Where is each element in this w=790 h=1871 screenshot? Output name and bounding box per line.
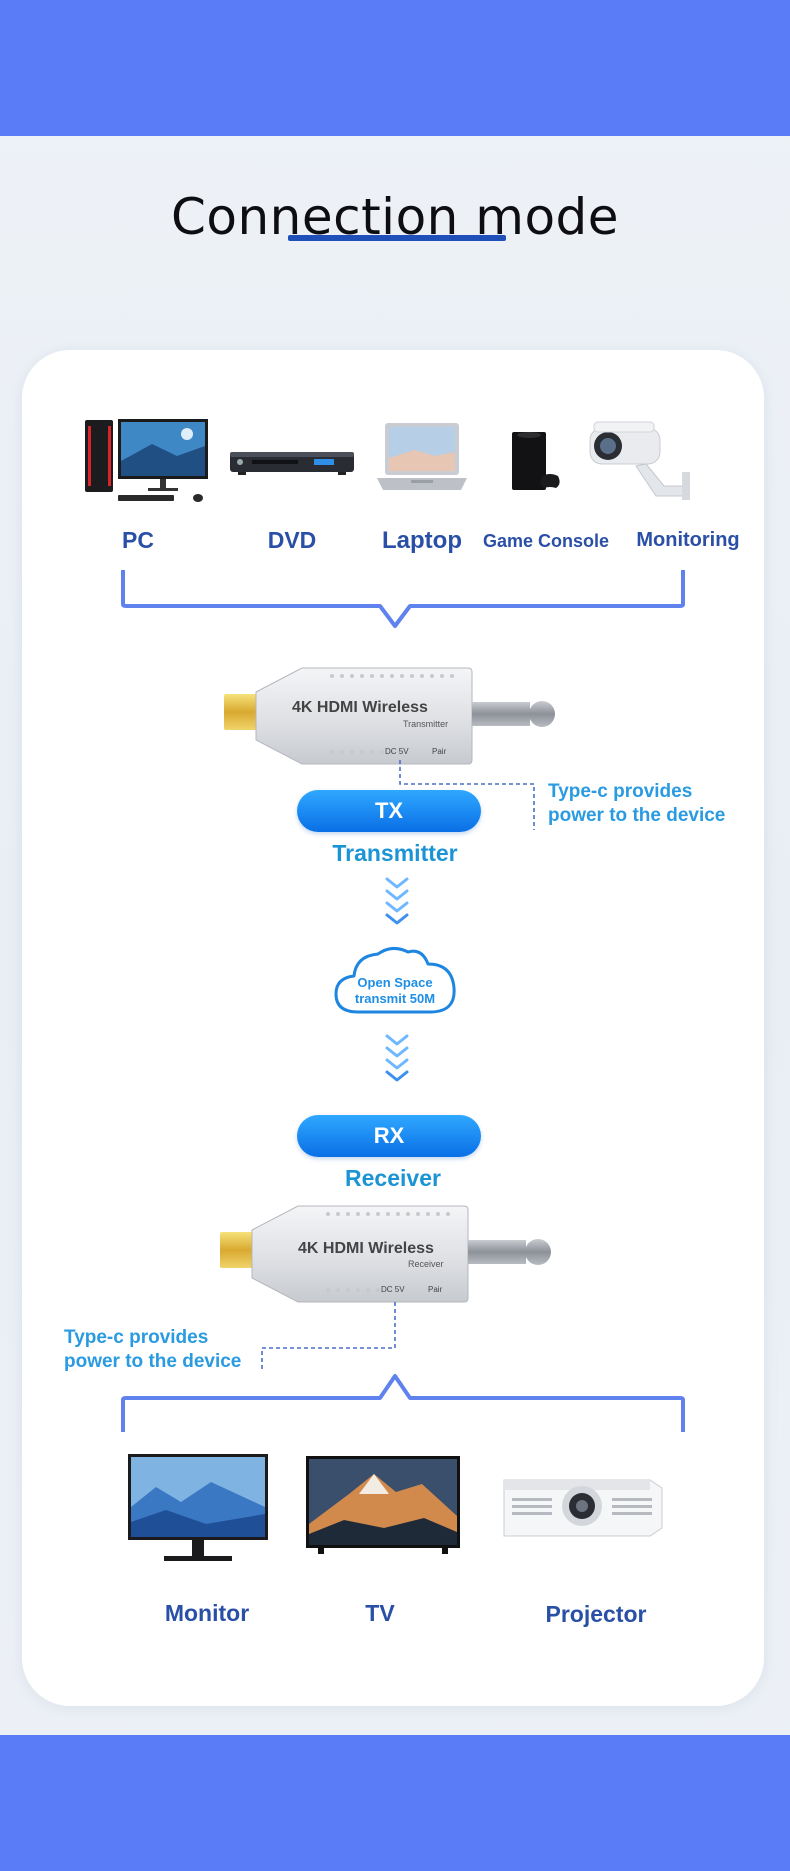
source-label-game-console: Game Console xyxy=(482,531,610,551)
rx-pill: RX xyxy=(297,1115,481,1157)
chevron-down-icon xyxy=(385,877,409,925)
chevron-down-icon xyxy=(385,1034,409,1082)
tx-pill: TX xyxy=(297,790,481,832)
receiver-port-pair: Pair xyxy=(428,1285,443,1294)
tv-icon xyxy=(306,1456,460,1554)
source-bracket xyxy=(121,570,685,628)
transmitter-dongle: 4K HDMI Wireless Transmitter DC 5V Pair xyxy=(224,667,555,765)
receiver-power-connector xyxy=(261,1302,396,1370)
monitor-icon xyxy=(128,1454,268,1561)
cloud-line1: Open Space xyxy=(357,975,432,990)
transmitter-device-title: 4K HDMI Wireless xyxy=(292,699,428,716)
receiver-device-title: 4K HDMI Wireless xyxy=(298,1240,434,1257)
receiver-power-note: Type-c provides power to the device xyxy=(64,1326,241,1374)
cloud-icon: Open Space transmit 50M xyxy=(334,947,456,1014)
desktop-pc-icon xyxy=(85,419,208,502)
source-label-pc: PC xyxy=(122,527,154,553)
receiver-note-line1: Type-c provides xyxy=(64,1327,209,1348)
cloud-line2: transmit 50M xyxy=(355,991,435,1006)
source-label-laptop: Laptop xyxy=(382,527,462,554)
dvd-player-icon xyxy=(230,452,354,475)
transmitter-power-note: Type-c provides power to the device xyxy=(548,780,725,828)
projector-icon xyxy=(503,1479,663,1537)
source-label-dvd: DVD xyxy=(267,527,317,553)
receiver-label: Receiver xyxy=(345,1165,441,1191)
transmitter-device-subtitle: Transmitter xyxy=(403,719,448,729)
transmitter-power-connector xyxy=(399,760,535,830)
destination-label-monitor: Monitor xyxy=(164,1600,250,1626)
game-console-icon xyxy=(512,432,560,490)
top-band xyxy=(0,0,790,136)
laptop-icon xyxy=(377,423,467,490)
transmitter-note-line2: power to the device xyxy=(548,805,726,826)
receiver-device-subtitle: Receiver xyxy=(408,1259,444,1269)
title-underline xyxy=(288,235,506,241)
receiver-port-dc: DC 5V xyxy=(381,1285,405,1294)
transmitter-port-dc: DC 5V xyxy=(385,747,409,756)
transmitter-note-line1: Type-c provides xyxy=(548,781,693,802)
transmitter-label: Transmitter xyxy=(332,840,458,866)
destination-bracket xyxy=(121,1374,685,1432)
source-label-monitoring: Monitoring xyxy=(636,529,740,551)
receiver-dongle: 4K HDMI Wireless Receiver DC 5V Pair xyxy=(220,1205,551,1303)
security-camera-icon xyxy=(589,421,690,500)
destination-label-tv: TV xyxy=(365,1600,395,1626)
transmitter-port-pair: Pair xyxy=(432,747,447,756)
bottom-band xyxy=(0,1735,790,1871)
destination-label-projector: Projector xyxy=(545,1601,647,1627)
receiver-note-line2: power to the device xyxy=(64,1351,242,1372)
